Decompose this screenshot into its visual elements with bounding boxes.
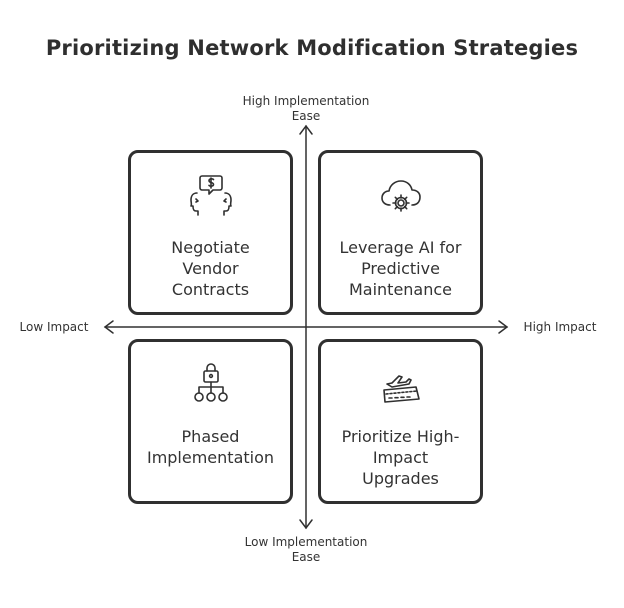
label-line: Contracts [171,280,250,299]
axis-label-bottom: Low Implementation Ease [206,535,406,565]
axis-label-left: Low Impact [19,320,89,334]
label-line: Leverage AI for [339,238,462,257]
negotiation-icon [131,173,290,217]
axis-arrow-right [498,320,509,334]
label-line: Impact [372,448,429,467]
quadrant-label: Negotiate Vendor Contracts [137,237,284,300]
diagram-title: Prioritizing Network Modification Strate… [45,36,579,60]
axis-arrow-left [103,320,114,334]
quadrant-prioritize-upgrades: Prioritize High- Impact Upgrades [318,339,483,504]
hierarchy-lock-icon [131,362,290,406]
label-line: Implementation [146,448,275,467]
quadrant-phased-implementation: Phased Implementation [128,339,293,504]
axis-arrow-up [299,124,313,135]
label-line: Maintenance [348,280,453,299]
label-line: Prioritize High- [341,427,460,446]
axis-arrow-down [299,519,313,530]
cloud-gear-icon [321,173,480,217]
axis-label-bottom-line2: Ease [291,550,321,564]
quadrant-label: Leverage AI for Predictive Maintenance [327,237,474,300]
axis-label-right: High Impact [523,320,597,334]
label-line: Negotiate [171,238,250,257]
quadrant-label: Phased Implementation [137,426,284,468]
axis-label-bottom-line1: Low Implementation [244,535,368,549]
quadrant-label: Prioritize High- Impact Upgrades [327,426,474,489]
axis-label-top-line2: Ease [291,109,321,123]
label-line: Upgrades [362,469,439,488]
quadrant-leverage-ai: Leverage AI for Predictive Maintenance [318,150,483,315]
label-line: Vendor [182,259,239,278]
axis-label-top-line1: High Implementation [242,94,370,108]
quadrant-negotiate-vendor-contracts: Negotiate Vendor Contracts [128,150,293,315]
airplane-ticket-icon [321,362,480,406]
label-line: Predictive [361,259,440,278]
axis-label-top: High Implementation Ease [206,94,406,124]
label-line: Phased [181,427,240,446]
